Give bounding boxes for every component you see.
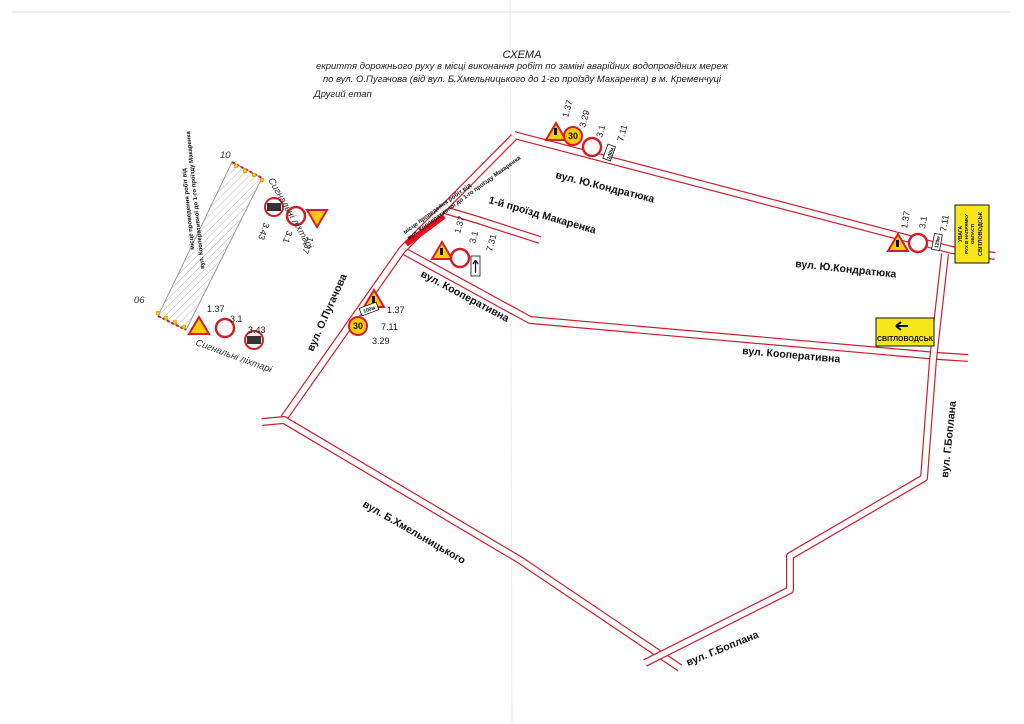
vehicle-pair-icon <box>267 203 281 211</box>
street-label-kondratiuka-1: вул. Ю.Кондратюка <box>554 169 655 205</box>
street-label-boplana-1: вул. Г.Боплана <box>939 400 959 478</box>
detour-sign-panel <box>954 204 990 264</box>
sign-code: 1.37 <box>899 210 912 229</box>
title-line-2: по вул. О.Пугачова (від вул. Б.Хмельниць… <box>323 74 722 85</box>
signal-lights-top <box>233 163 265 183</box>
detour-sign-panel <box>875 317 935 347</box>
road-boplana <box>643 253 949 667</box>
distance-plate-text: 100м <box>363 305 377 315</box>
arrow-left-icon <box>895 321 908 331</box>
speed-limit-value: 30 <box>353 321 363 331</box>
sign-code: 1.37 <box>387 305 405 315</box>
inset-label-top: 10 <box>220 150 231 161</box>
distance-plate <box>358 301 380 317</box>
speed-limit-icon <box>348 316 368 336</box>
vehicle-pair-icon <box>247 336 261 344</box>
sign-code: 7.11 <box>938 214 951 232</box>
sign-code: 3.43 <box>248 325 266 335</box>
title-line-1: екриття дорожнього руху в місці виконанн… <box>316 61 729 72</box>
roadworks-figure-icon <box>372 296 375 303</box>
no-entry-circle-icon <box>449 247 471 269</box>
no-entry-circle-icon <box>285 205 307 227</box>
speed-limit-icon <box>563 126 583 146</box>
roadworks-figure-icon <box>896 240 899 247</box>
road-network <box>261 131 996 672</box>
sign-code: 3.1 <box>281 229 295 244</box>
roadworks-warning-icon <box>187 315 211 335</box>
distance-plate-text: 120м <box>934 235 942 248</box>
distance-plate <box>602 143 617 162</box>
roadworks-warning-icon <box>305 209 329 229</box>
sign-code: 3.1 <box>230 314 243 324</box>
sign-code: 3.1 <box>917 215 929 229</box>
detour-sign-horizontal: СВІТЛОВОДСЬК <box>875 317 935 347</box>
title-line-3: Другий етап <box>313 89 372 100</box>
no-entry-circle-icon <box>907 232 929 254</box>
street-label-puhachova: вул. О.Пугачова <box>305 272 350 353</box>
street-label-kooperatyvna-1: вул. Кооперативна <box>419 268 512 325</box>
detour-text-horizontal: СВІТЛОВОДСЬК <box>877 336 934 343</box>
sign-group-top-kondratiuka: 30 100м 1.37 3.29 3.1 7.11 <box>544 99 629 162</box>
sign-code: 1.37 <box>207 304 225 314</box>
sign-code: 3.1 <box>467 230 480 245</box>
sign-group-right-kondratiuka: 120м 1.37 3.1 7.11 <box>886 210 951 254</box>
no-entry-circle-icon <box>214 317 236 339</box>
detour-text-1: УВАГА <box>958 226 964 243</box>
sign-code: 3.29 <box>577 109 591 129</box>
distance-plate <box>931 232 943 252</box>
roadworks-figure-icon <box>554 128 557 135</box>
no-entry-circle-icon <box>581 136 603 158</box>
title-heading: СХЕМА <box>503 49 542 61</box>
sign-code: 1.37 <box>452 215 466 235</box>
detour-text-3: ОБЛАСТІ <box>970 224 975 244</box>
sign-group-puhachova: 100м 30 1.37 7.11 3.29 <box>348 288 405 346</box>
scheme-title: СХЕМА екриття дорожнього руху в місці ви… <box>313 49 729 100</box>
sign-group-makarenka: 1.37 3.1 7.31 <box>430 215 498 277</box>
detour-text-2: РУХ В НАПРЯМКУ <box>964 214 969 254</box>
road-khmelnytskoho <box>261 416 683 672</box>
inset-note: місце проведення робіт від вул. Кооперат… <box>181 130 207 269</box>
sign-code: 7.31 <box>484 233 498 253</box>
street-label-kondratiuka-2: вул. Ю.Кондратюка <box>795 258 897 281</box>
detour-text-4: СВІТЛОВОДСЬК <box>978 211 984 256</box>
roadworks-figure-icon <box>440 248 443 255</box>
inset-label-bottom: 06 <box>134 295 145 306</box>
sign-code: 7.11 <box>381 322 398 332</box>
distance-plate-text: 100м <box>606 147 616 161</box>
road-puhachova <box>280 134 517 421</box>
sign-code: 7.11 <box>615 124 629 143</box>
page-fold-line <box>509 0 513 724</box>
inset-detail: 10 06 місце проведення робіт від вул. Ко… <box>134 130 329 376</box>
arrow-up-icon <box>472 259 479 273</box>
street-label-khmelnytskoho: вул. Б.Хмельницького <box>361 498 468 567</box>
signal-lights-bottom <box>155 310 187 330</box>
speed-limit-value: 30 <box>568 131 578 141</box>
sign-code: 3.29 <box>372 336 390 346</box>
work-zone-segment <box>404 213 446 247</box>
inset-barrier-bottom <box>157 315 187 331</box>
sign-code: 3.1 <box>594 124 607 139</box>
sign-code: 3.43 <box>256 221 271 241</box>
detour-sign-vertical: УВАГА РУХ В НАПРЯМКУ ОБЛАСТІ СВІТЛОВОДСЬ… <box>954 204 990 264</box>
sign-code: 1.37 <box>560 99 574 119</box>
